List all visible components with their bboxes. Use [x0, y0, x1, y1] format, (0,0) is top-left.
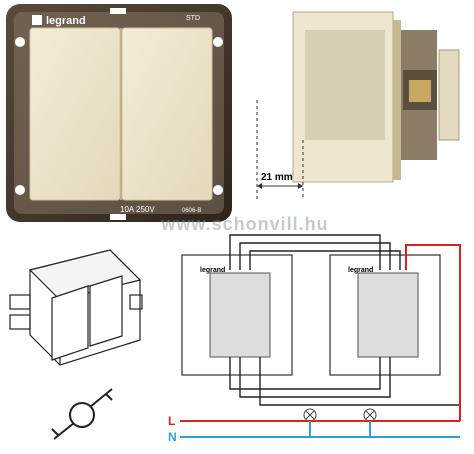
photo-rating: 10A 250V: [120, 205, 155, 214]
switch-line-drawing: [0, 240, 150, 380]
switch-symbol: [40, 385, 130, 445]
switch-photo: legrand STD 10A 250V 0606-B: [0, 0, 240, 230]
left-brand: legrand: [200, 267, 225, 274]
label-N: N: [168, 430, 177, 444]
lamps: [303, 408, 377, 422]
side-view-photo: 21 mm: [243, 0, 474, 215]
right-rocker: [121, 27, 213, 201]
photo-code: 0606-B: [182, 208, 201, 214]
label-L: L: [168, 414, 175, 428]
right-brand: legrand: [348, 267, 373, 274]
wiring-diagram: legrand legrand: [160, 215, 474, 454]
photo-std-text: STD: [186, 15, 200, 22]
photo-brand: legrand: [46, 15, 86, 27]
right-switch-module: legrand: [329, 254, 441, 376]
left-rocker: [29, 27, 121, 201]
dimension-label: 21 mm: [261, 172, 293, 183]
left-switch-module: legrand: [181, 254, 293, 376]
